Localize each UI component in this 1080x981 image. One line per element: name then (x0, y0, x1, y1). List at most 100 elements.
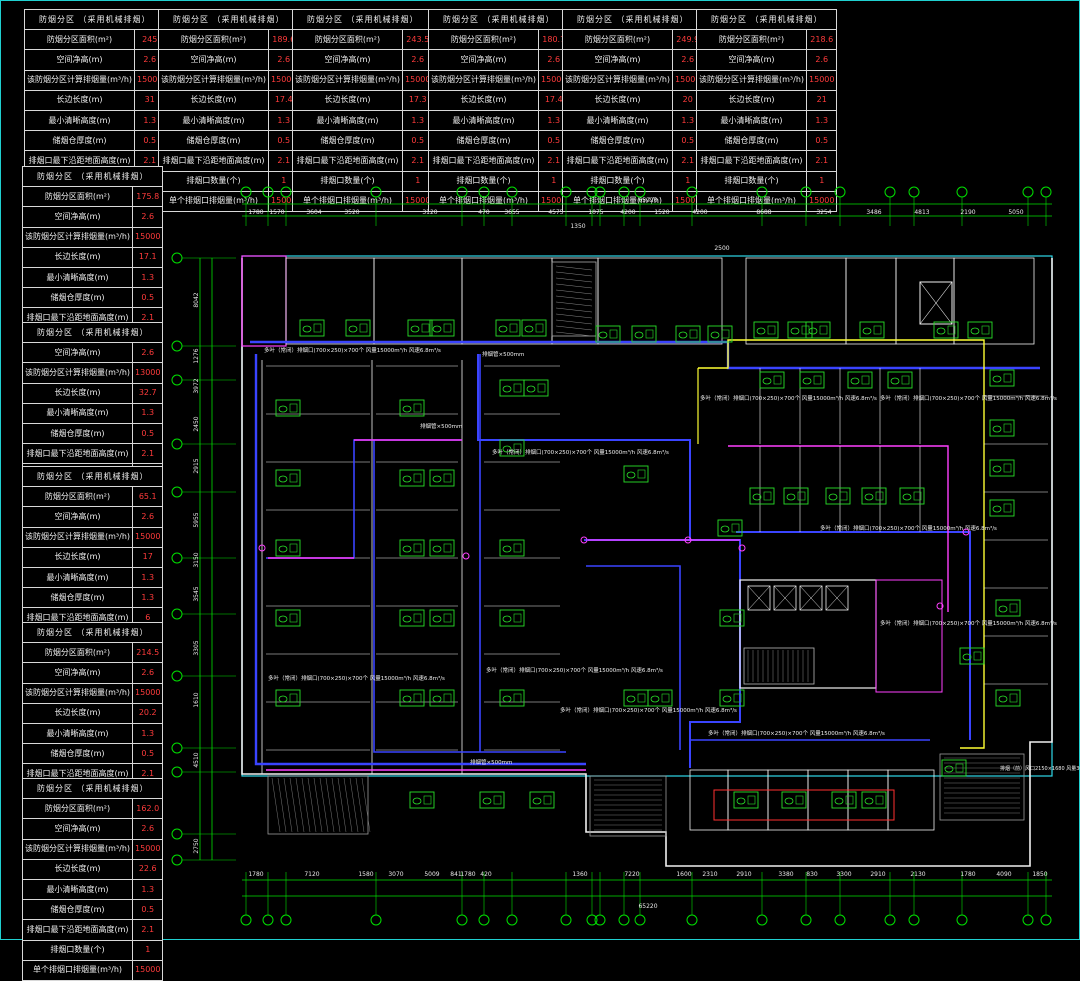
toilet-fixture (275, 399, 301, 417)
row-label: 单个排烟口排烟量(m³/h) (21, 959, 134, 981)
riser-marker (258, 544, 266, 552)
toilet-bowl (598, 331, 608, 339)
duct-annotation: 多叶（常闭）排烟口(700×250)×700个 风量15000m³/h 风速6.… (708, 729, 885, 737)
stair-hatch (331, 777, 341, 833)
dim-label: 3655 (504, 209, 519, 216)
dim-label: 2750 (193, 838, 200, 853)
toilet-bowl (850, 377, 860, 385)
toilet-fixture (719, 609, 745, 627)
toilet-bowl (432, 545, 442, 553)
sink (443, 473, 452, 483)
axis-bubble (171, 438, 183, 450)
toilet-fixture (749, 487, 775, 505)
toilet-bowl (992, 425, 1002, 433)
toilet-bowl (526, 385, 536, 393)
axis-bubble (686, 914, 698, 926)
toilet-fixture (799, 371, 825, 389)
toilet-bowl (278, 475, 288, 483)
toilet-bowl (502, 545, 512, 553)
toilet-bowl (756, 327, 766, 335)
axis-bubble (800, 914, 812, 926)
sink (861, 375, 870, 385)
axis-bubble (560, 914, 572, 926)
stair-room (241, 255, 287, 347)
toilet-fixture (495, 319, 521, 337)
toilet-bowl (502, 385, 512, 393)
dim-label: 830 (806, 871, 818, 878)
toilet-fixture (959, 647, 985, 665)
toilet-bowl (650, 695, 660, 703)
sink (875, 491, 884, 501)
sink (1009, 693, 1018, 703)
toilet-fixture (783, 487, 809, 505)
toilet-fixture (499, 379, 525, 397)
smoke-duct (586, 565, 681, 750)
dim-label: 7120 (304, 871, 319, 878)
toilet-bowl (626, 695, 636, 703)
axis-bubble (171, 608, 183, 620)
duct-annotation: 多叶（常闭）排烟口(700×250)×700个 风量15000m³/h 风速6.… (264, 346, 441, 354)
dim-label: 1276 (193, 348, 200, 363)
stair-hatch (337, 777, 347, 833)
axis-bubble (171, 374, 183, 386)
dim-label: 2310 (702, 871, 717, 878)
toilet-bowl (992, 505, 1002, 513)
dim-label: 8042 (193, 292, 200, 307)
toilet-bowl (402, 615, 412, 623)
sink (645, 329, 654, 339)
sink (443, 543, 452, 553)
toilet-bowl (412, 797, 422, 805)
toilet-fixture (499, 689, 525, 707)
toilet-fixture (409, 791, 435, 809)
sink (721, 329, 730, 339)
axis-bubble (956, 914, 968, 926)
row-value: 15000 (806, 190, 838, 212)
dim-label: 2190 (960, 209, 975, 216)
toilet-bowl (502, 445, 512, 453)
sink (1003, 373, 1012, 383)
sink (609, 329, 618, 339)
sink (1009, 603, 1018, 613)
toilet-bowl (402, 405, 412, 413)
sink (537, 383, 546, 393)
row-value: 0.5 (132, 287, 164, 309)
duct-annotation: 多叶（常闭）排烟口(700×250)×700个 风量15000m³/h 风速6.… (560, 706, 737, 714)
sink (731, 523, 740, 533)
axis-bubble (618, 186, 630, 198)
sink (413, 693, 422, 703)
sink (797, 491, 806, 501)
stair-hatch (555, 313, 593, 319)
sink (981, 325, 990, 335)
sink (289, 693, 298, 703)
dim-label: 3070 (388, 871, 403, 878)
stair-well-mid (589, 775, 667, 837)
stair-core (743, 647, 815, 685)
toilet-bowl (278, 695, 288, 703)
toilet-bowl (862, 327, 872, 335)
axis-bubble (370, 186, 382, 198)
sink (913, 491, 922, 501)
toilet-bowl (348, 325, 358, 333)
sink (763, 491, 772, 501)
sink (637, 469, 646, 479)
axis-bubble (908, 186, 920, 198)
dim-label: 3380 (778, 871, 793, 878)
room (461, 257, 553, 345)
toilet-fixture (345, 319, 371, 337)
axis-bubble (171, 854, 183, 866)
axis-bubble (618, 914, 630, 926)
axis-bubble (506, 186, 518, 198)
shaft-room (875, 579, 943, 693)
toilet-bowl (634, 331, 644, 339)
room (807, 769, 849, 831)
duct-annotation: 多叶（常闭）排烟口(700×250)×700个 风量15000m³/h 风速6.… (492, 448, 669, 456)
stair-hatch (277, 777, 287, 833)
toilet-fixture (941, 759, 967, 777)
toilet-fixture (399, 469, 425, 487)
dim-label: 3972 (193, 378, 200, 393)
toilet-fixture (499, 609, 525, 627)
riser-marker (936, 602, 944, 610)
sink (767, 325, 776, 335)
row-value: 1 (806, 170, 838, 192)
dim-label: 841 (450, 871, 462, 878)
